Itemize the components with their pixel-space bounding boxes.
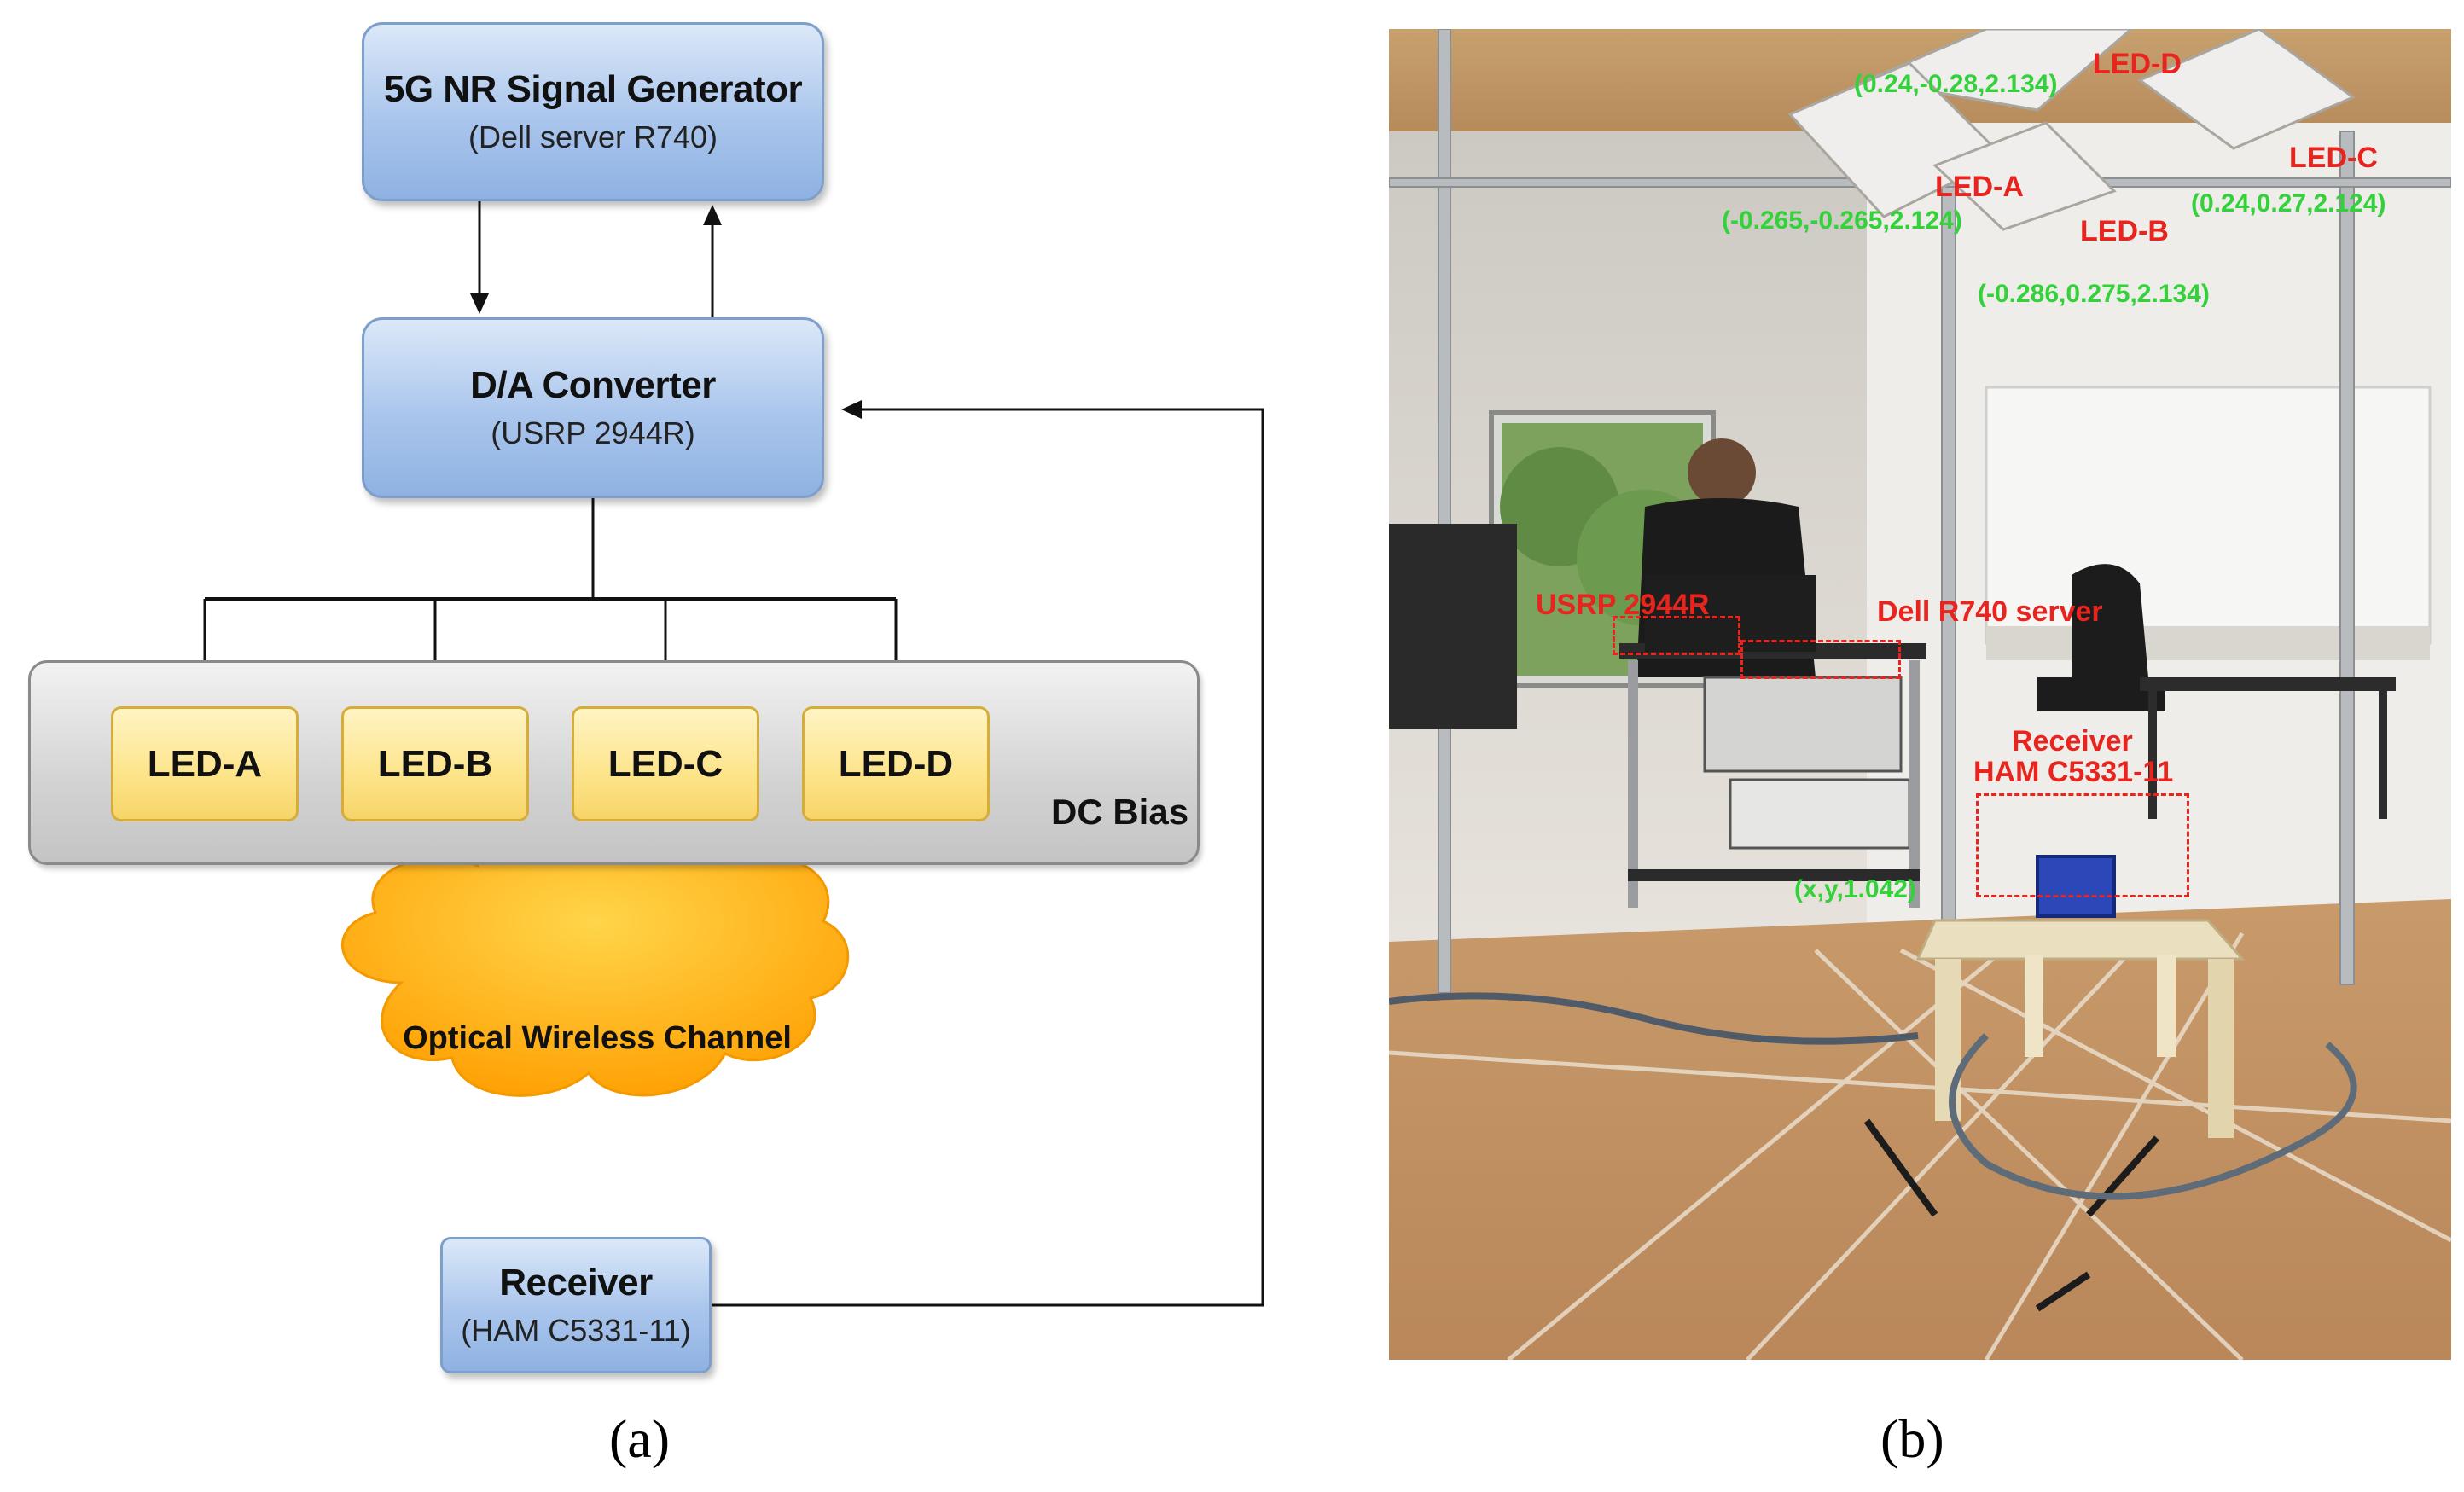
receiver-box: Receiver (HAM C5331-11) [440,1237,712,1373]
lab-photo: LED-D (0.24,-0.28,2.134) LED-A LED-C (-0… [1389,29,2451,1360]
usrp-highlight-box [1613,616,1740,655]
receiver-subtitle: (HAM C5331-11) [461,1313,691,1348]
caption-a: (a) [609,1408,671,1469]
label-led-b: LED-B [2080,215,2169,247]
lab-photo-illustration [1389,29,2451,1360]
dc-bias-label: DC Bias [1051,792,1189,832]
da-converter-subtitle: (USRP 2944R) [491,415,695,450]
label-led-d: LED-D [2093,48,2182,80]
led-c-box: LED-C [572,706,759,821]
dell-highlight-box [1740,640,1901,679]
label-led-c: LED-C [2289,142,2378,174]
coord-led-b: (-0.286,0.275,2.134) [1978,280,2210,308]
led-a-box: LED-A [111,706,299,821]
led-b-box: LED-B [341,706,529,821]
label-led-a: LED-A [1935,171,2024,203]
label-usrp: USRP 2944R [1536,589,1710,621]
coord-led-c: (0.24,0.27,2.124) [2191,189,2386,218]
led-d-box: LED-D [802,706,990,821]
receiver-highlight-box [1976,793,2189,897]
caption-b: (b) [1880,1408,1944,1469]
optical-channel-label: Optical Wireless Channel [403,1020,792,1056]
coord-led-d: (0.24,-0.28,2.134) [1854,70,2058,98]
receiver-title: Receiver [499,1262,653,1303]
label-receiver-model: HAM C5331-11 [1973,756,2174,788]
coord-led-a: (-0.265,-0.265,2.124) [1722,206,1962,235]
label-dell-server: Dell R740 server [1877,595,2103,628]
signal-generator-title: 5G NR Signal Generator [383,68,803,110]
da-converter-title: D/A Converter [470,364,716,406]
signal-generator-box: 5G NR Signal Generator (Dell server R740… [362,22,824,201]
da-converter-box: D/A Converter (USRP 2944R) [362,317,824,498]
receiver-feedback-line [712,400,1264,1307]
label-receiver: Receiver [2012,725,2133,758]
signal-generator-subtitle: (Dell server R740) [468,119,718,154]
coord-receiver: (x,y,1.042) [1794,875,1916,903]
